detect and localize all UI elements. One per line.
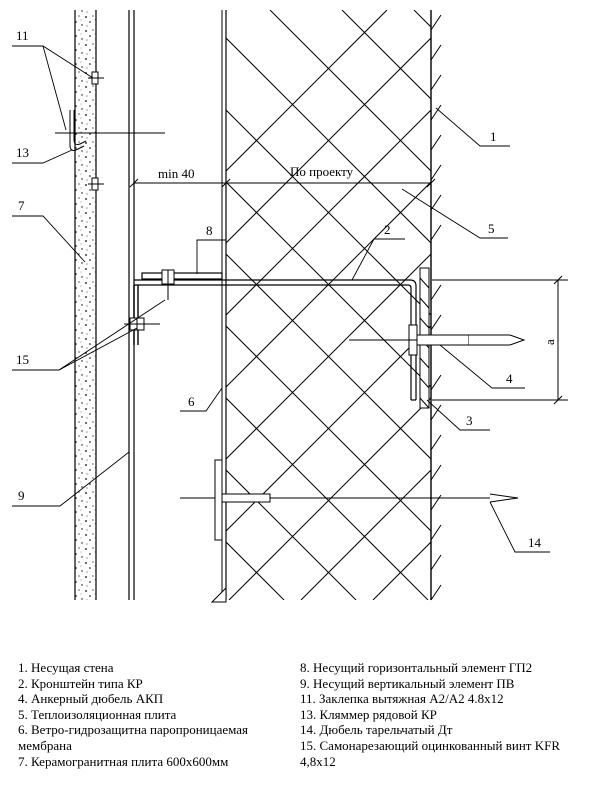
legend-item: 1. Несущая стена bbox=[18, 660, 114, 675]
vertical-carrier-profile bbox=[128, 10, 135, 600]
callout-4: 4 bbox=[506, 371, 513, 386]
leader-lines bbox=[12, 45, 550, 553]
insulation-dimension-text: По проекту bbox=[290, 164, 354, 179]
gap-dimension-text: min 40 bbox=[158, 166, 194, 181]
callout-5: 5 bbox=[488, 221, 495, 236]
bracket-kr bbox=[133, 272, 417, 401]
bracket-spacing-dimension bbox=[432, 275, 568, 405]
callout-7: 7 bbox=[18, 198, 25, 213]
callout-1: 1 bbox=[490, 129, 497, 144]
anchor-dowel bbox=[349, 324, 526, 356]
callout-6: 6 bbox=[188, 394, 195, 409]
callout-8: 8 bbox=[206, 223, 213, 238]
legend-item: 6. Ветро-гидрозащитна паропроницаемая ме… bbox=[18, 722, 249, 753]
rivets-and-cleat bbox=[55, 71, 165, 191]
bottom-fixing bbox=[210, 586, 227, 603]
callout-11: 11 bbox=[16, 28, 29, 43]
bracket-spacing-text: a bbox=[542, 339, 557, 345]
legend-item: 7. Керамогранитная плита 600х600мм bbox=[18, 753, 229, 769]
legend-item: 9. Несущий вертикальный элемент ПВ bbox=[300, 675, 515, 691]
legend-item: 13. Кляммер рядовой КР bbox=[300, 706, 437, 722]
callout-3: 3 bbox=[466, 413, 473, 428]
legend-item: 8. Несущий горизонтальный элемент ГП2 bbox=[300, 660, 533, 675]
legend-item: 2. Кронштейн типа КР bbox=[18, 675, 143, 691]
callout-14: 14 bbox=[528, 535, 542, 550]
legend-right-column: 8. Несущий горизонтальный элемент ГП2 9.… bbox=[300, 660, 595, 769]
legend-left-column: 1. Несущая стена 2. Кронштейн типа КР 4.… bbox=[18, 660, 303, 769]
callout-2: 2 bbox=[384, 222, 391, 237]
facade-section-diagram: min 40 По проекту a bbox=[12, 10, 568, 603]
legend-item: 14. Дюбель тарельчатый Дт bbox=[300, 722, 453, 738]
ceramic-tile-panel bbox=[74, 10, 97, 600]
legend-item: 5. Теплоизоляционная плита bbox=[18, 706, 177, 722]
legend: 1. Несущая стена 2. Кронштейн типа КР 4.… bbox=[0, 660, 600, 791]
callout-15: 15 bbox=[16, 352, 29, 367]
callout-9: 9 bbox=[18, 488, 25, 503]
load-bearing-wall bbox=[430, 10, 442, 601]
callout-13: 13 bbox=[16, 145, 29, 160]
legend-item: 11. Заклепка вытяжная А2/А2 4.8х12 bbox=[300, 691, 504, 707]
insulation-dimension bbox=[226, 178, 436, 188]
legend-item: 15. Самонарезающий оцинкованный винт KFR… bbox=[300, 737, 561, 769]
disk-dowel bbox=[180, 459, 519, 541]
legend-item: 4. Анкерный дюбель АКП bbox=[18, 691, 164, 707]
